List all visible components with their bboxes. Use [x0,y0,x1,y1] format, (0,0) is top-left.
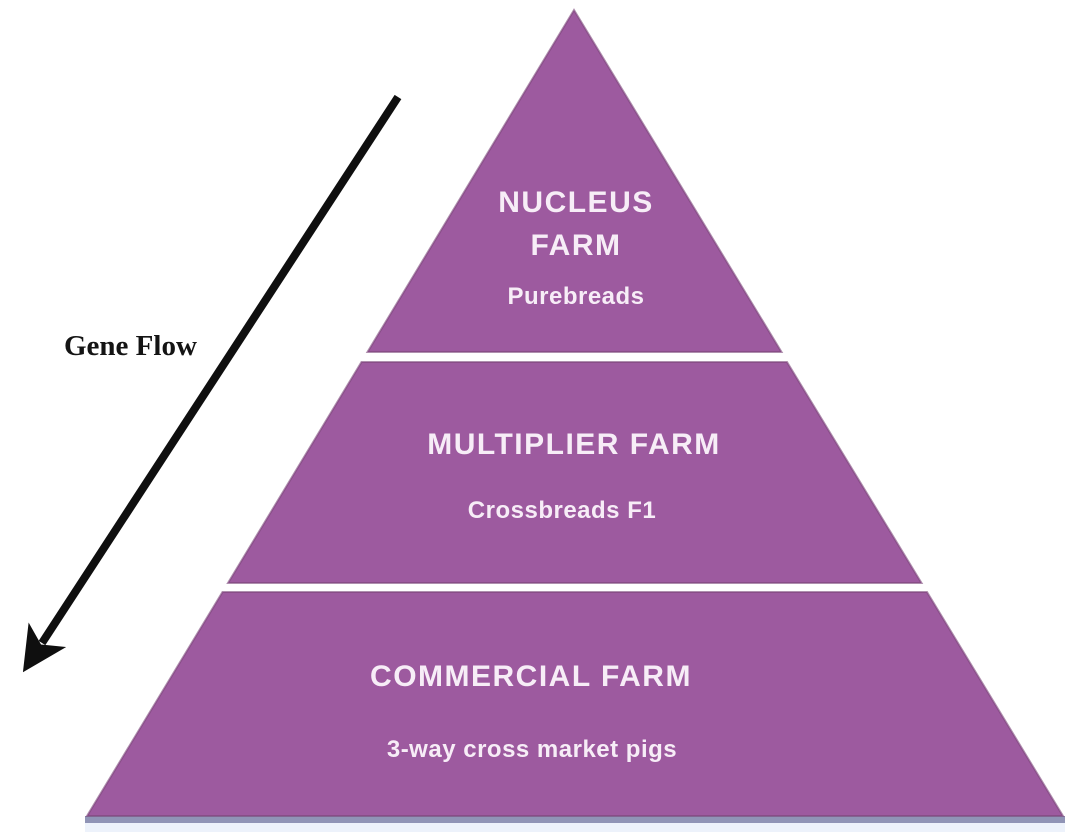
tier-multiplier-shape [226,361,924,584]
tier-multiplier-title: MULTIPLIER FARM [427,428,721,461]
pyramid-base-strip [85,822,1065,832]
gene-flow-label: Gene Flow [64,330,197,362]
tier-nucleus-title: NUCLEUS FARM [498,186,654,262]
tier-nucleus-shape [365,8,784,353]
tier-commercial-subtitle: 3-way cross market pigs [386,736,678,763]
tier-commercial-shape [85,591,1065,817]
tier-commercial-title: COMMERCIAL FARM [370,660,692,693]
tier-multiplier-subtitle: Crossbreads F1 [467,497,657,524]
gene-flow-arrow [22,94,402,673]
tier-nucleus-subtitle: Purebreads [507,283,645,310]
